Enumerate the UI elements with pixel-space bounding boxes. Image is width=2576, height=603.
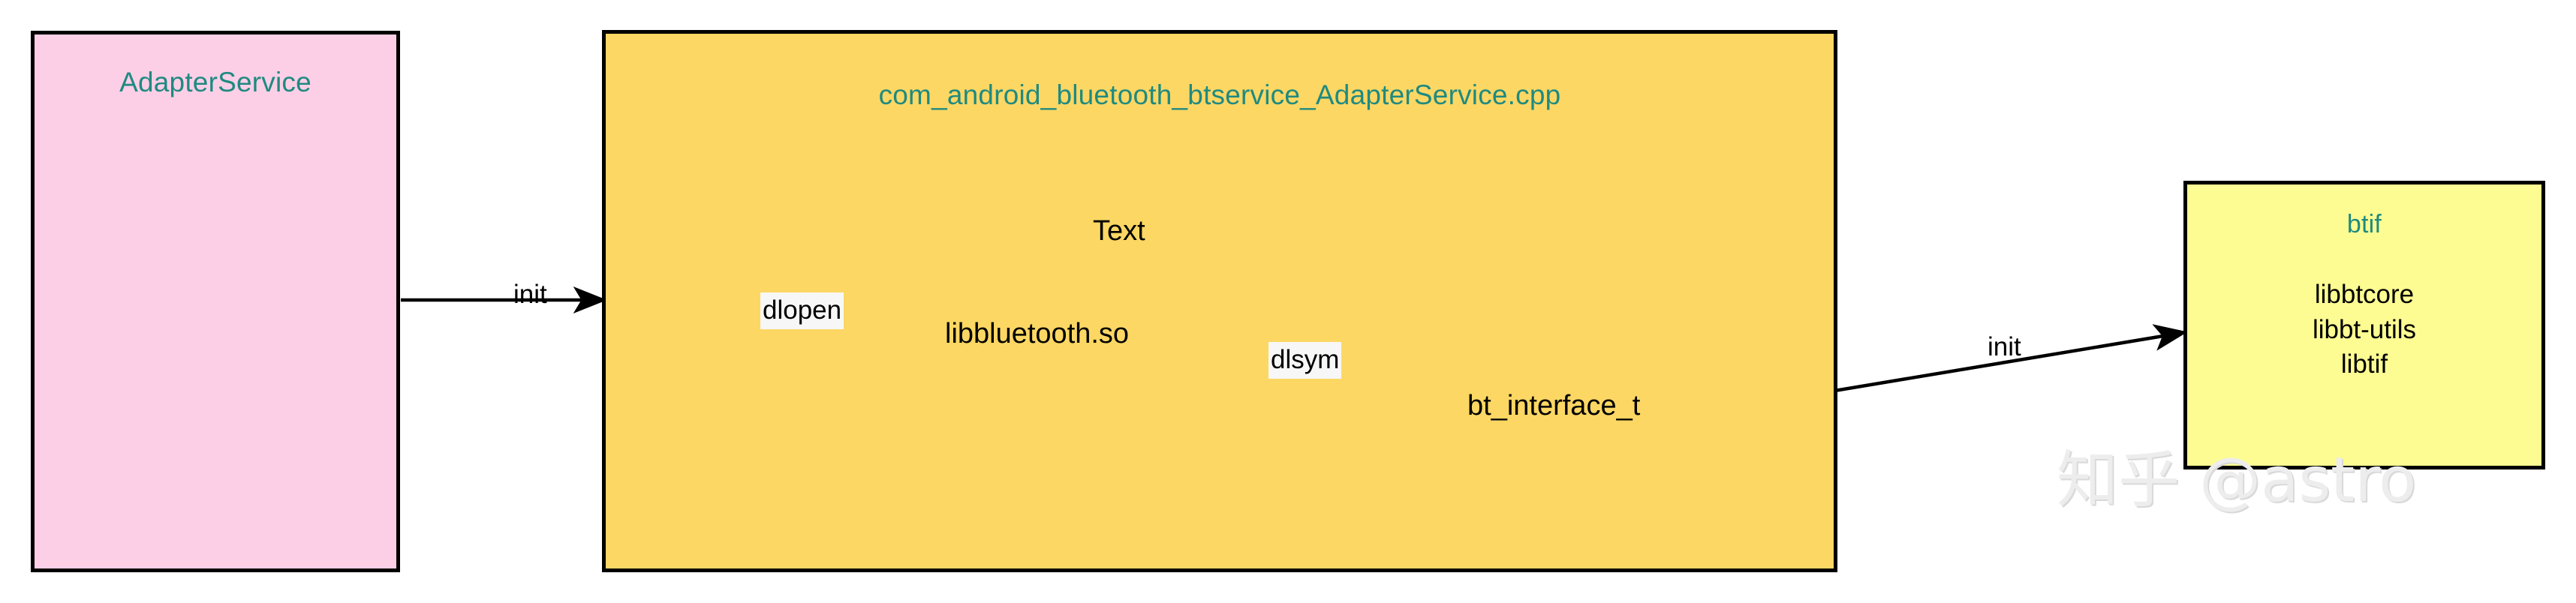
node-btif-title: btif [2346,210,2382,238]
node-btif-library-list: libbtcore libbt-utils libtif [2313,278,2416,382]
label-libbluetooth-so: libbluetooth.so [945,318,1130,350]
edge-label-init-1: init [513,280,547,309]
node-jni-title: com_android_bluetooth_btservice_AdapterS… [878,80,1561,110]
node-btif[interactable]: btif libbtcore libbt-utils libtif [2183,181,2545,470]
node-btif-library-libbtcore: libbtcore [2314,280,2415,310]
label-bt-interface-t: bt_interface_t [1467,390,1641,422]
label-text-section: Text [1093,215,1145,247]
node-adapterservice[interactable]: AdapterService [31,31,400,572]
watermark: 知乎 @astro [2057,445,2417,516]
edge-label-init-2: init [1988,332,2021,362]
edge-label-dlsym: dlsym [1268,342,1342,379]
node-btif-library-libtif: libtif [2340,349,2388,379]
edge-label-dlopen: dlopen [760,292,844,329]
node-adapterservice-title: AdapterService [119,67,311,98]
node-btif-library-libbt-utils: libbt-utils [2312,314,2417,344]
